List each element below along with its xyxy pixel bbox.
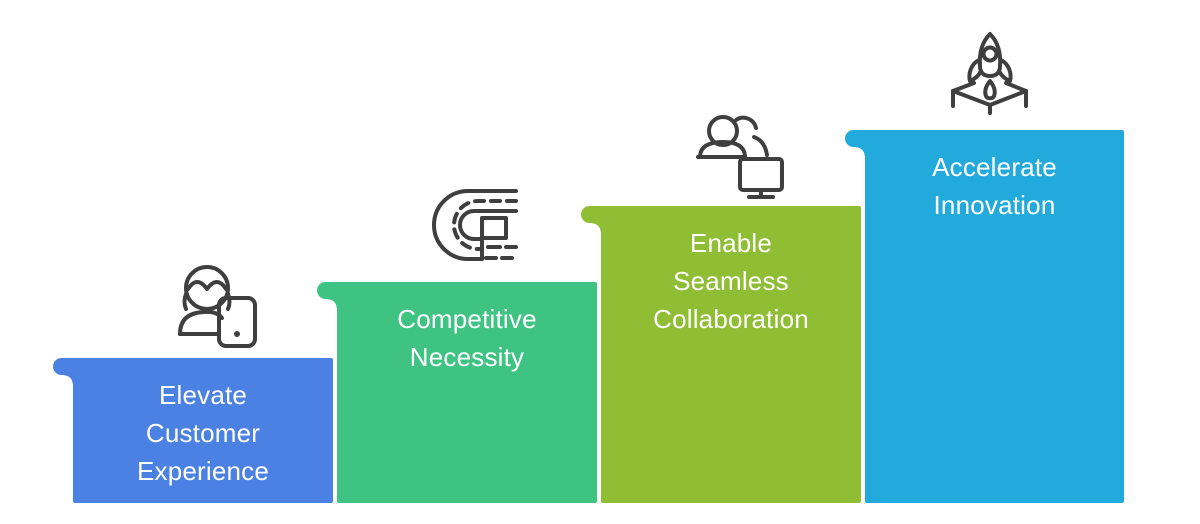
step-bar-elevate-customer-experience: Elevate Customer Experience [53,358,333,503]
step-bar-enable-seamless-collaboration: Enable Seamless Collaboration [581,206,861,503]
step-bar-accelerate-innovation: Accelerate Innovation [845,130,1124,503]
step-tab-fillet [64,375,73,384]
step-label: Accelerate Innovation [932,152,1057,220]
step-label: Elevate Customer Experience [136,380,270,486]
step-label: Enable Seamless Collaboration [653,228,809,334]
rocket-launch-icon [938,29,1043,117]
customer-tablet-icon [163,260,268,348]
roadmap-icon [424,179,529,267]
step-body [865,130,1124,503]
team-monitor-icon [692,111,797,199]
step-body [337,282,597,503]
step-body [601,206,861,503]
step-tab-fillet [856,147,865,156]
step-tab-fillet [328,299,337,308]
step-bar-competitive-necessity: Competitive Necessity [317,282,597,503]
step-label: Competitive Necessity [397,304,537,372]
step-tab-fillet [592,223,601,232]
step-body [73,358,333,503]
